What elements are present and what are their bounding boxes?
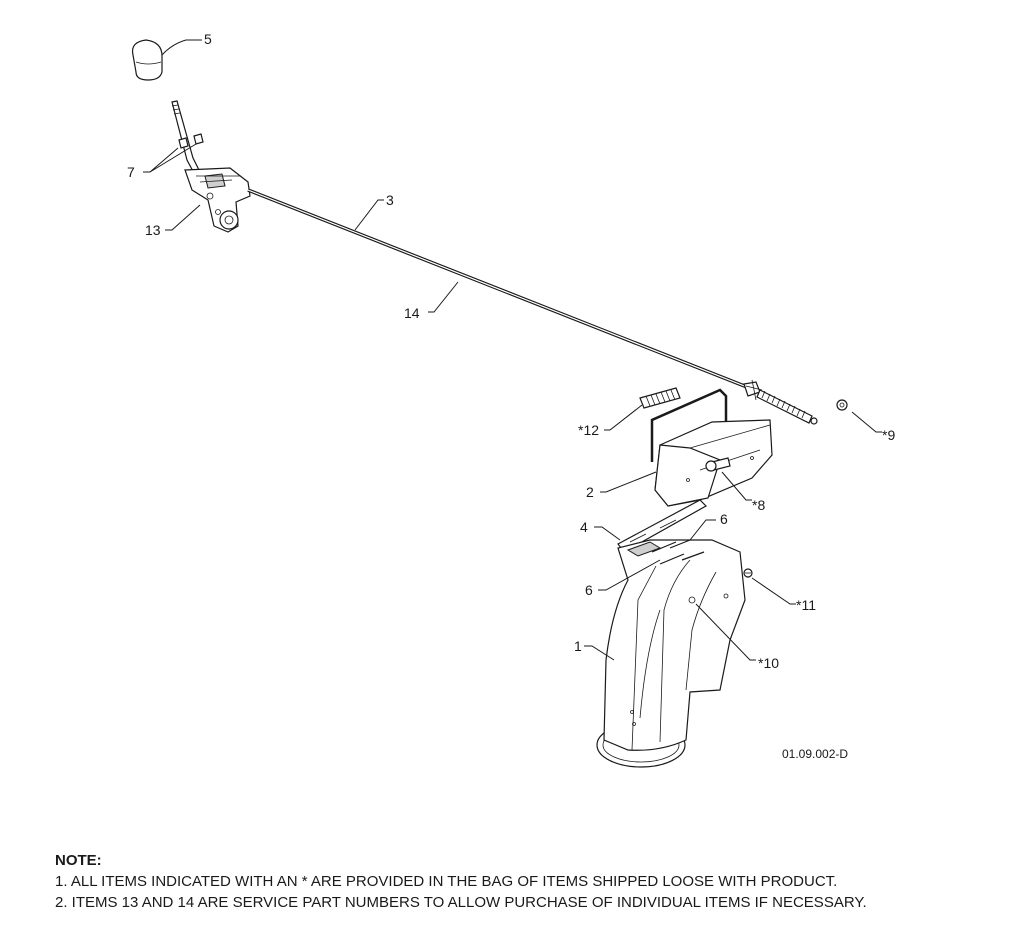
callout-1: 1 [574,638,582,654]
leader-lines [143,39,882,661]
callout-7: 7 [127,164,135,180]
notes-heading: NOTE: [55,852,102,869]
lever-bracket-part [178,133,251,233]
callout-5: 5 [204,31,212,47]
bolt-part [705,457,731,472]
callout-13: 13 [145,222,161,238]
callout-14: 14 [404,305,420,321]
discharge-chute-part [596,539,746,768]
notes-block: NOTE: 1. ALL ITEMS INDICATED WITH AN * A… [55,850,1015,913]
spring-part [639,387,681,409]
screw-set-part [651,539,705,565]
callout-9: *9 [882,427,895,443]
note-line-2: 2. ITEMS 13 AND 14 ARE SERVICE PART NUMB… [55,894,867,911]
nut-part [836,399,848,411]
note-line-1: 1. ALL ITEMS INDICATED WITH AN * ARE PRO… [55,873,838,890]
callout-8: *8 [752,497,765,513]
callout-11: *11 [796,597,816,613]
callout-10: *10 [758,655,779,671]
deflector-part [650,388,773,507]
control-cable-part [247,188,818,425]
callout-12: *12 [578,422,599,438]
callout-4: 4 [580,519,588,535]
screw-part [743,568,753,578]
callout-6-upper: 6 [720,511,728,527]
callout-6-lower: 6 [585,582,593,598]
knob-part [131,39,163,81]
callout-2: 2 [586,484,594,500]
drawing-code: 01.09.002-D [782,747,848,761]
callout-3: 3 [386,192,394,208]
